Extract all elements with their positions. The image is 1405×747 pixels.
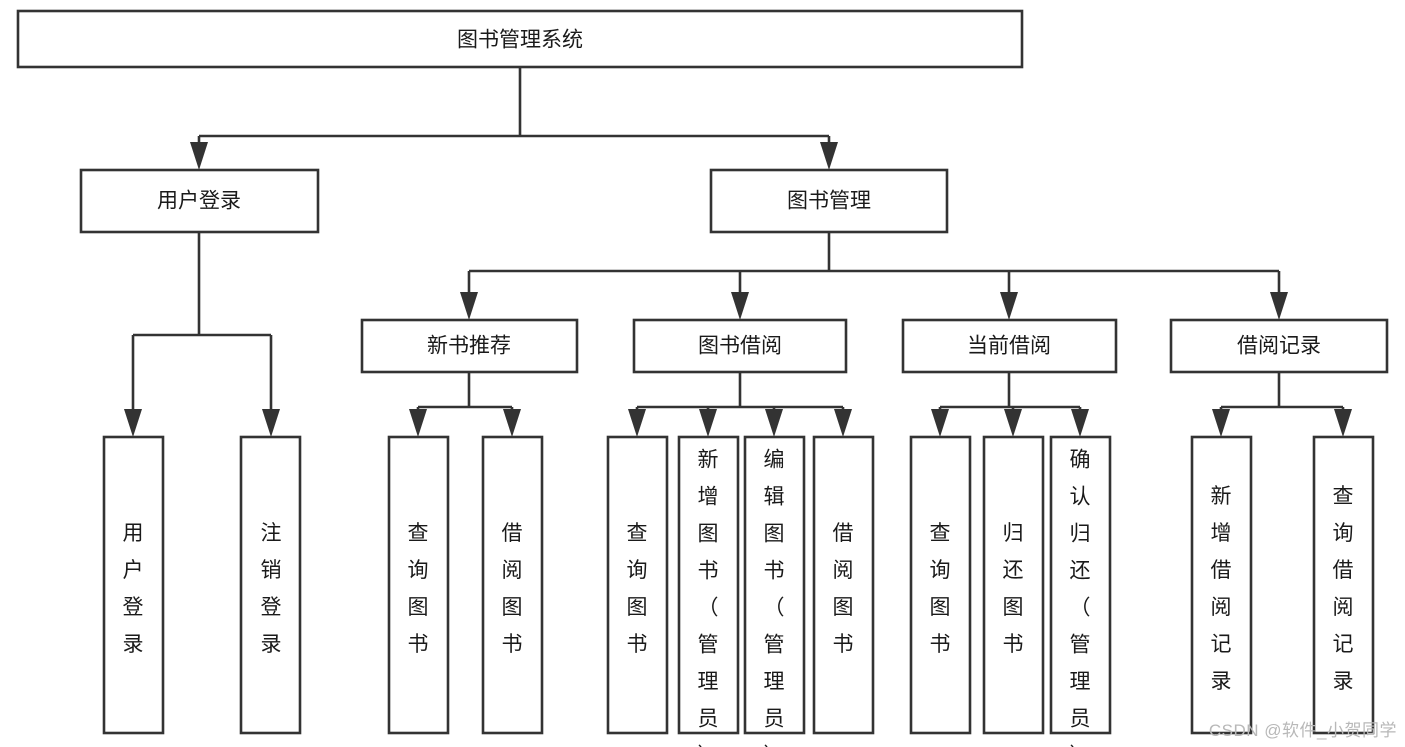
arrowhead-current-borrow [1000, 292, 1018, 320]
node-root[interactable]: 图书管理系统 [16, 9, 1024, 69]
node-book-borrow-box[interactable] [632, 318, 848, 374]
node-leaf-borrow-book-borrow-label: 借阅图书 [833, 522, 854, 656]
arrowhead-leaf-query-book-current [931, 409, 949, 437]
arrowhead-leaf-user-login [124, 409, 142, 437]
node-leaf-add-borrow-record-label: 新增借阅记录 [1211, 485, 1232, 693]
arrowhead-leaf-logout-login [262, 409, 280, 437]
node-new-book-recommend-label: 新书推荐 [427, 335, 511, 358]
node-leaf-user-login[interactable]: 用户登录 [102, 435, 165, 735]
node-leaf-query-book-new[interactable]: 查询图书 [387, 435, 450, 735]
node-borrow-record-label: 借阅记录 [1237, 335, 1321, 358]
node-leaf-confirm-return-admin-label: 确认归还（管理员） [1070, 449, 1091, 747]
node-leaf-confirm-return-admin-box[interactable] [1049, 435, 1112, 735]
node-leaf-add-book-admin-label: 新增图书（管理员） [698, 449, 719, 747]
node-user-login[interactable]: 用户登录 [79, 168, 320, 234]
node-leaf-query-book-new-label: 查询图书 [408, 522, 429, 656]
node-leaf-return-book-box[interactable] [982, 435, 1045, 735]
node-leaf-logout-login-box[interactable] [239, 435, 302, 735]
connector-layer [124, 67, 1352, 437]
node-new-book-recommend[interactable]: 新书推荐 [360, 318, 579, 374]
node-book-management-label: 图书管理 [787, 190, 871, 213]
arrowhead-new-book-recommend [460, 292, 478, 320]
node-leaf-edit-book-admin-label: 编辑图书（管理员） [764, 449, 785, 747]
node-leaf-query-borrow-record-box[interactable] [1312, 435, 1375, 735]
node-leaf-add-book-admin[interactable]: 新增图书（管理员） [677, 435, 740, 747]
node-leaf-borrow-book-borrow-box[interactable] [812, 435, 875, 735]
node-leaf-user-login-box[interactable] [102, 435, 165, 735]
arrowhead-leaf-return-book [1004, 409, 1022, 437]
arrowhead-borrow-record [1270, 292, 1288, 320]
node-current-borrow-box[interactable] [901, 318, 1118, 374]
node-book-borrow-label: 图书借阅 [698, 335, 782, 358]
node-book-borrow[interactable]: 图书借阅 [632, 318, 848, 374]
node-root-label: 图书管理系统 [457, 29, 583, 52]
node-leaf-logout-login-label: 注销登录 [261, 522, 282, 656]
arrowhead-leaf-add-borrow-record [1212, 409, 1230, 437]
node-user-login-label: 用户登录 [157, 190, 241, 213]
node-leaf-borrow-book-new-label: 借阅图书 [502, 522, 523, 656]
node-leaf-edit-book-admin[interactable]: 编辑图书（管理员） [743, 435, 806, 747]
node-leaf-add-book-admin-box[interactable] [677, 435, 740, 735]
node-leaf-query-book-new-box[interactable] [387, 435, 450, 735]
node-borrow-record-box[interactable] [1169, 318, 1389, 374]
node-root-box[interactable] [16, 9, 1024, 69]
node-leaf-query-book-borrow-box[interactable] [606, 435, 669, 735]
node-leaf-query-book-current-label: 查询图书 [930, 522, 951, 656]
node-leaf-confirm-return-admin[interactable]: 确认归还（管理员） [1049, 435, 1112, 747]
node-leaf-query-borrow-record[interactable]: 查询借阅记录 [1312, 435, 1375, 735]
arrowhead-leaf-borrow-book-new [503, 409, 521, 437]
node-leaf-logout-login[interactable]: 注销登录 [239, 435, 302, 735]
node-leaf-return-book[interactable]: 归还图书 [982, 435, 1045, 735]
node-new-book-recommend-box[interactable] [360, 318, 579, 374]
arrowhead-leaf-borrow-book-borrow [834, 409, 852, 437]
node-leaf-query-book-current-box[interactable] [909, 435, 972, 735]
node-leaf-borrow-book-new[interactable]: 借阅图书 [481, 435, 544, 735]
node-user-login-box[interactable] [79, 168, 320, 234]
arrowhead-book-borrow [731, 292, 749, 320]
node-book-management[interactable]: 图书管理 [709, 168, 949, 234]
node-borrow-record[interactable]: 借阅记录 [1169, 318, 1389, 374]
node-current-borrow[interactable]: 当前借阅 [901, 318, 1118, 374]
arrowhead-leaf-query-book-new [409, 409, 427, 437]
arrowhead-leaf-edit-book-admin [765, 409, 783, 437]
node-leaf-add-borrow-record[interactable]: 新增借阅记录 [1190, 435, 1253, 735]
arrowhead-book-management [820, 142, 838, 170]
arrowhead-leaf-query-book-borrow [628, 409, 646, 437]
node-leaf-edit-book-admin-box[interactable] [743, 435, 806, 735]
arrowhead-leaf-confirm-return-admin [1071, 409, 1089, 437]
node-leaf-add-borrow-record-box[interactable] [1190, 435, 1253, 735]
node-leaf-query-borrow-record-label: 查询借阅记录 [1333, 485, 1354, 693]
node-leaf-borrow-book-new-box[interactable] [481, 435, 544, 735]
arrowhead-user-login [190, 142, 208, 170]
node-leaf-user-login-label: 用户登录 [123, 522, 144, 656]
node-leaf-return-book-label: 归还图书 [1003, 522, 1024, 656]
node-leaf-query-book-borrow[interactable]: 查询图书 [606, 435, 669, 735]
node-book-management-box[interactable] [709, 168, 949, 234]
node-leaf-borrow-book-borrow[interactable]: 借阅图书 [812, 435, 875, 735]
node-leaf-query-book-current[interactable]: 查询图书 [909, 435, 972, 735]
csdn-watermark: CSDN @软件_小贺同学 [1208, 721, 1397, 740]
node-current-borrow-label: 当前借阅 [967, 335, 1051, 358]
node-leaf-query-book-borrow-label: 查询图书 [627, 522, 648, 656]
arrowhead-leaf-query-borrow-record [1334, 409, 1352, 437]
arrowhead-leaf-add-book-admin [699, 409, 717, 437]
